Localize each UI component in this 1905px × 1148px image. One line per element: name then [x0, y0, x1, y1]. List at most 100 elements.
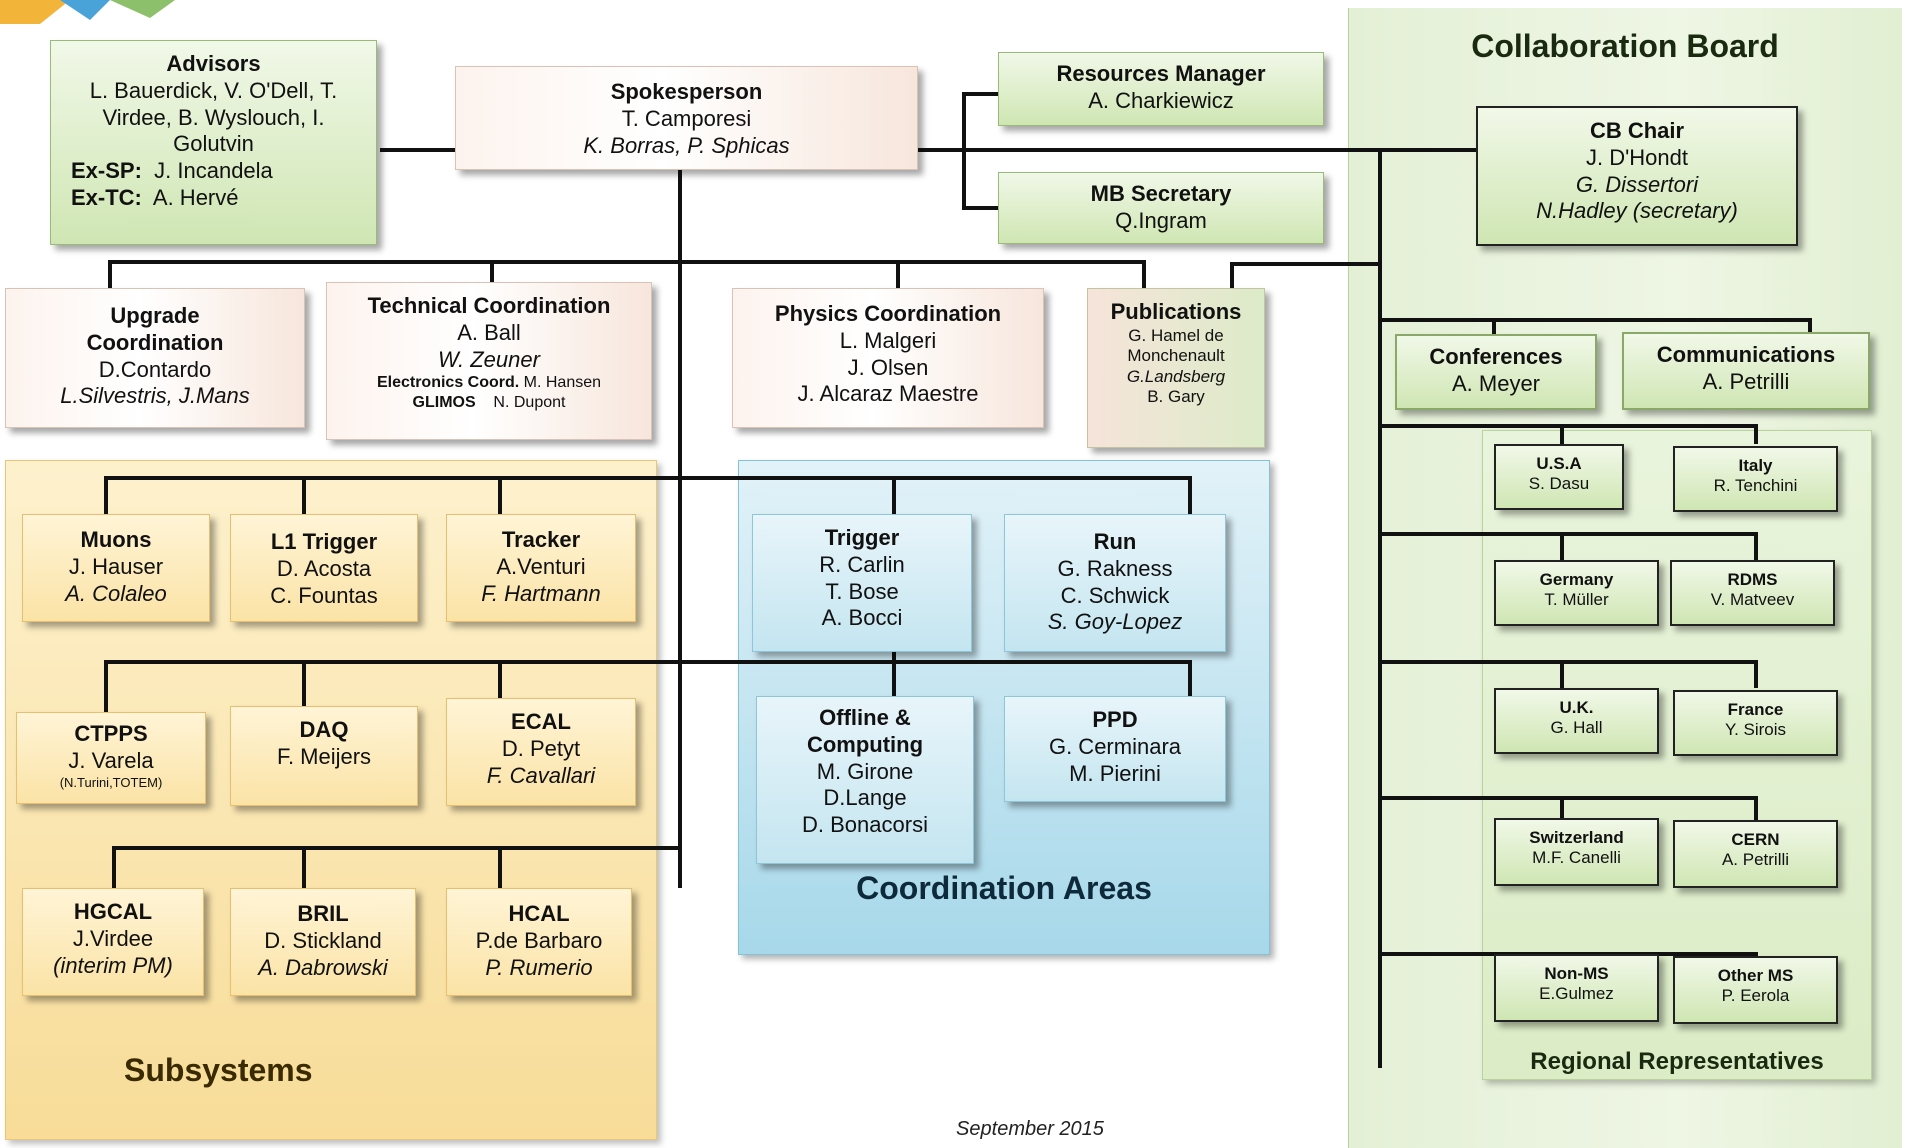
connector	[918, 148, 1478, 152]
conferences-title: Conferences	[1429, 344, 1563, 369]
connector	[962, 206, 998, 210]
run-name: G. Rakness	[1057, 555, 1173, 581]
connector	[1378, 424, 1758, 428]
offline-name: D.Lange	[823, 785, 907, 811]
publications-deputy: G.Landsberg	[1126, 366, 1226, 386]
bril-title: BRIL	[297, 901, 349, 926]
communications-title: Communications	[1656, 342, 1836, 367]
cb-chair-secretary: N.Hadley (secretary)	[1536, 198, 1738, 224]
run-title: Run	[1093, 529, 1137, 554]
region-cern-box: CERN A. Petrilli	[1673, 820, 1838, 888]
physics-name: L. Malgeri	[839, 327, 937, 353]
publications-name: G. Hamel de	[1128, 325, 1224, 345]
ex-sp-row: Ex-SP: J. Incandela	[51, 158, 376, 185]
hgcal-note: (interim PM)	[53, 952, 173, 978]
connector	[302, 476, 306, 514]
ecal-box: ECAL D. Petyt F. Cavallari	[446, 698, 636, 806]
logo-fragment	[0, 0, 175, 24]
region-title: RDMS	[1727, 570, 1778, 589]
tracker-deputy: F. Hartmann	[481, 580, 601, 606]
muons-box: Muons J. Hauser A. Colaleo	[22, 514, 210, 622]
connector	[678, 168, 682, 888]
region-title: U.K.	[1559, 698, 1594, 717]
coordination-areas-label: Coordination Areas	[856, 870, 1152, 906]
ex-sp-label: Ex-SP:	[71, 158, 142, 184]
l1-name: D. Acosta	[276, 555, 372, 581]
publications-name: Monchenault	[1127, 346, 1225, 366]
region-title: Italy	[1738, 456, 1773, 475]
connector	[1188, 476, 1192, 514]
muons-title: Muons	[80, 527, 152, 552]
ctpps-title: CTPPS	[74, 721, 148, 746]
connector	[112, 846, 680, 850]
conferences-box: Conferences A. Meyer	[1395, 334, 1597, 410]
mb-secretary-name: Q.Ingram	[1115, 207, 1207, 233]
subsystems-label: Subsystems	[124, 1052, 313, 1088]
region-title: CERN	[1731, 830, 1780, 849]
connector	[1754, 796, 1758, 822]
region-name: P. Eerola	[1721, 986, 1790, 1006]
region-name: E.Gulmez	[1539, 984, 1614, 1004]
connector	[962, 92, 966, 210]
trigger-name: T. Bose	[825, 578, 899, 604]
connector	[498, 846, 502, 888]
region-name: V. Matveev	[1710, 590, 1795, 610]
publications-extra: B. Gary	[1147, 387, 1205, 406]
connector	[892, 640, 896, 696]
connector	[104, 476, 108, 514]
region-uk-box: U.K. G. Hall	[1494, 688, 1659, 754]
region-name: M.F. Canelli	[1532, 848, 1621, 868]
region-title: Other MS	[1717, 966, 1794, 985]
trigger-name: R. Carlin	[819, 551, 905, 577]
physics-name: J. Alcaraz Maestre	[797, 381, 979, 407]
offline-title: Computing	[806, 731, 924, 757]
ex-tc-label: Ex-TC:	[71, 185, 142, 211]
spokesperson-name: T. Camporesi	[621, 105, 752, 131]
region-rdms-box: RDMS V. Matveev	[1670, 560, 1835, 626]
l1-name: C. Fountas	[270, 582, 378, 608]
run-deputy: S. Goy-Lopez	[1047, 609, 1183, 635]
connector	[104, 476, 1192, 480]
communications-box: Communications A. Petrilli	[1622, 332, 1870, 410]
connector	[962, 92, 998, 96]
connector	[1560, 660, 1564, 688]
connector	[892, 476, 896, 514]
upgrade-title-1: Upgrade	[110, 303, 200, 328]
connector	[1754, 424, 1758, 444]
mb-secretary-box: MB Secretary Q.Ingram	[998, 172, 1324, 244]
region-name: T. Müller	[1544, 590, 1609, 610]
ppd-name: M. Pierini	[1069, 760, 1161, 786]
hgcal-name: J.Virdee	[72, 925, 154, 951]
glimos-row: GLIMOS N. Dupont	[327, 393, 651, 413]
ex-tc-row: Ex-TC: A. Hervé	[51, 185, 376, 212]
connector	[498, 476, 502, 514]
bril-name: D. Stickland	[264, 927, 382, 953]
region-name: G. Hall	[1550, 718, 1603, 738]
connector	[896, 260, 900, 288]
resources-manager-title: Resources Manager	[1056, 61, 1266, 86]
advisors-title: Advisors	[166, 51, 261, 76]
region-name: R. Tenchini	[1713, 476, 1798, 496]
hcal-box: HCAL P.de Barbaro P. Rumerio	[446, 888, 632, 996]
technical-title: Technical Coordination	[367, 293, 611, 318]
cb-chair-deputy: G. Dissertori	[1575, 171, 1699, 197]
spokesperson-title: Spokesperson	[610, 79, 763, 104]
trigger-title: Trigger	[824, 525, 900, 550]
hgcal-box: HGCAL J.Virdee (interim PM)	[22, 888, 204, 996]
hcal-deputy: P. Rumerio	[485, 954, 593, 980]
ex-sp-name: J. Incandela	[154, 158, 273, 184]
tracker-name: A.Venturi	[496, 553, 586, 579]
ppd-title: PPD	[1092, 707, 1138, 732]
electronics-row: Electronics Coord. M. Hansen	[327, 373, 651, 393]
region-otherms-box: Other MS P. Eerola	[1673, 956, 1838, 1024]
publications-box: Publications G. Hamel de Monchenault G.L…	[1087, 288, 1265, 448]
connector	[490, 260, 494, 282]
communications-name: A. Petrilli	[1702, 368, 1790, 394]
ecal-title: ECAL	[511, 709, 571, 734]
hcal-title: HCAL	[508, 901, 570, 926]
connector	[1378, 318, 1812, 322]
advisors-line: Virdee, B. Wyslouch, I.	[102, 104, 325, 130]
electronics-label: Electronics Coord.	[376, 374, 520, 392]
connector	[1492, 318, 1496, 334]
connector	[1142, 260, 1146, 288]
